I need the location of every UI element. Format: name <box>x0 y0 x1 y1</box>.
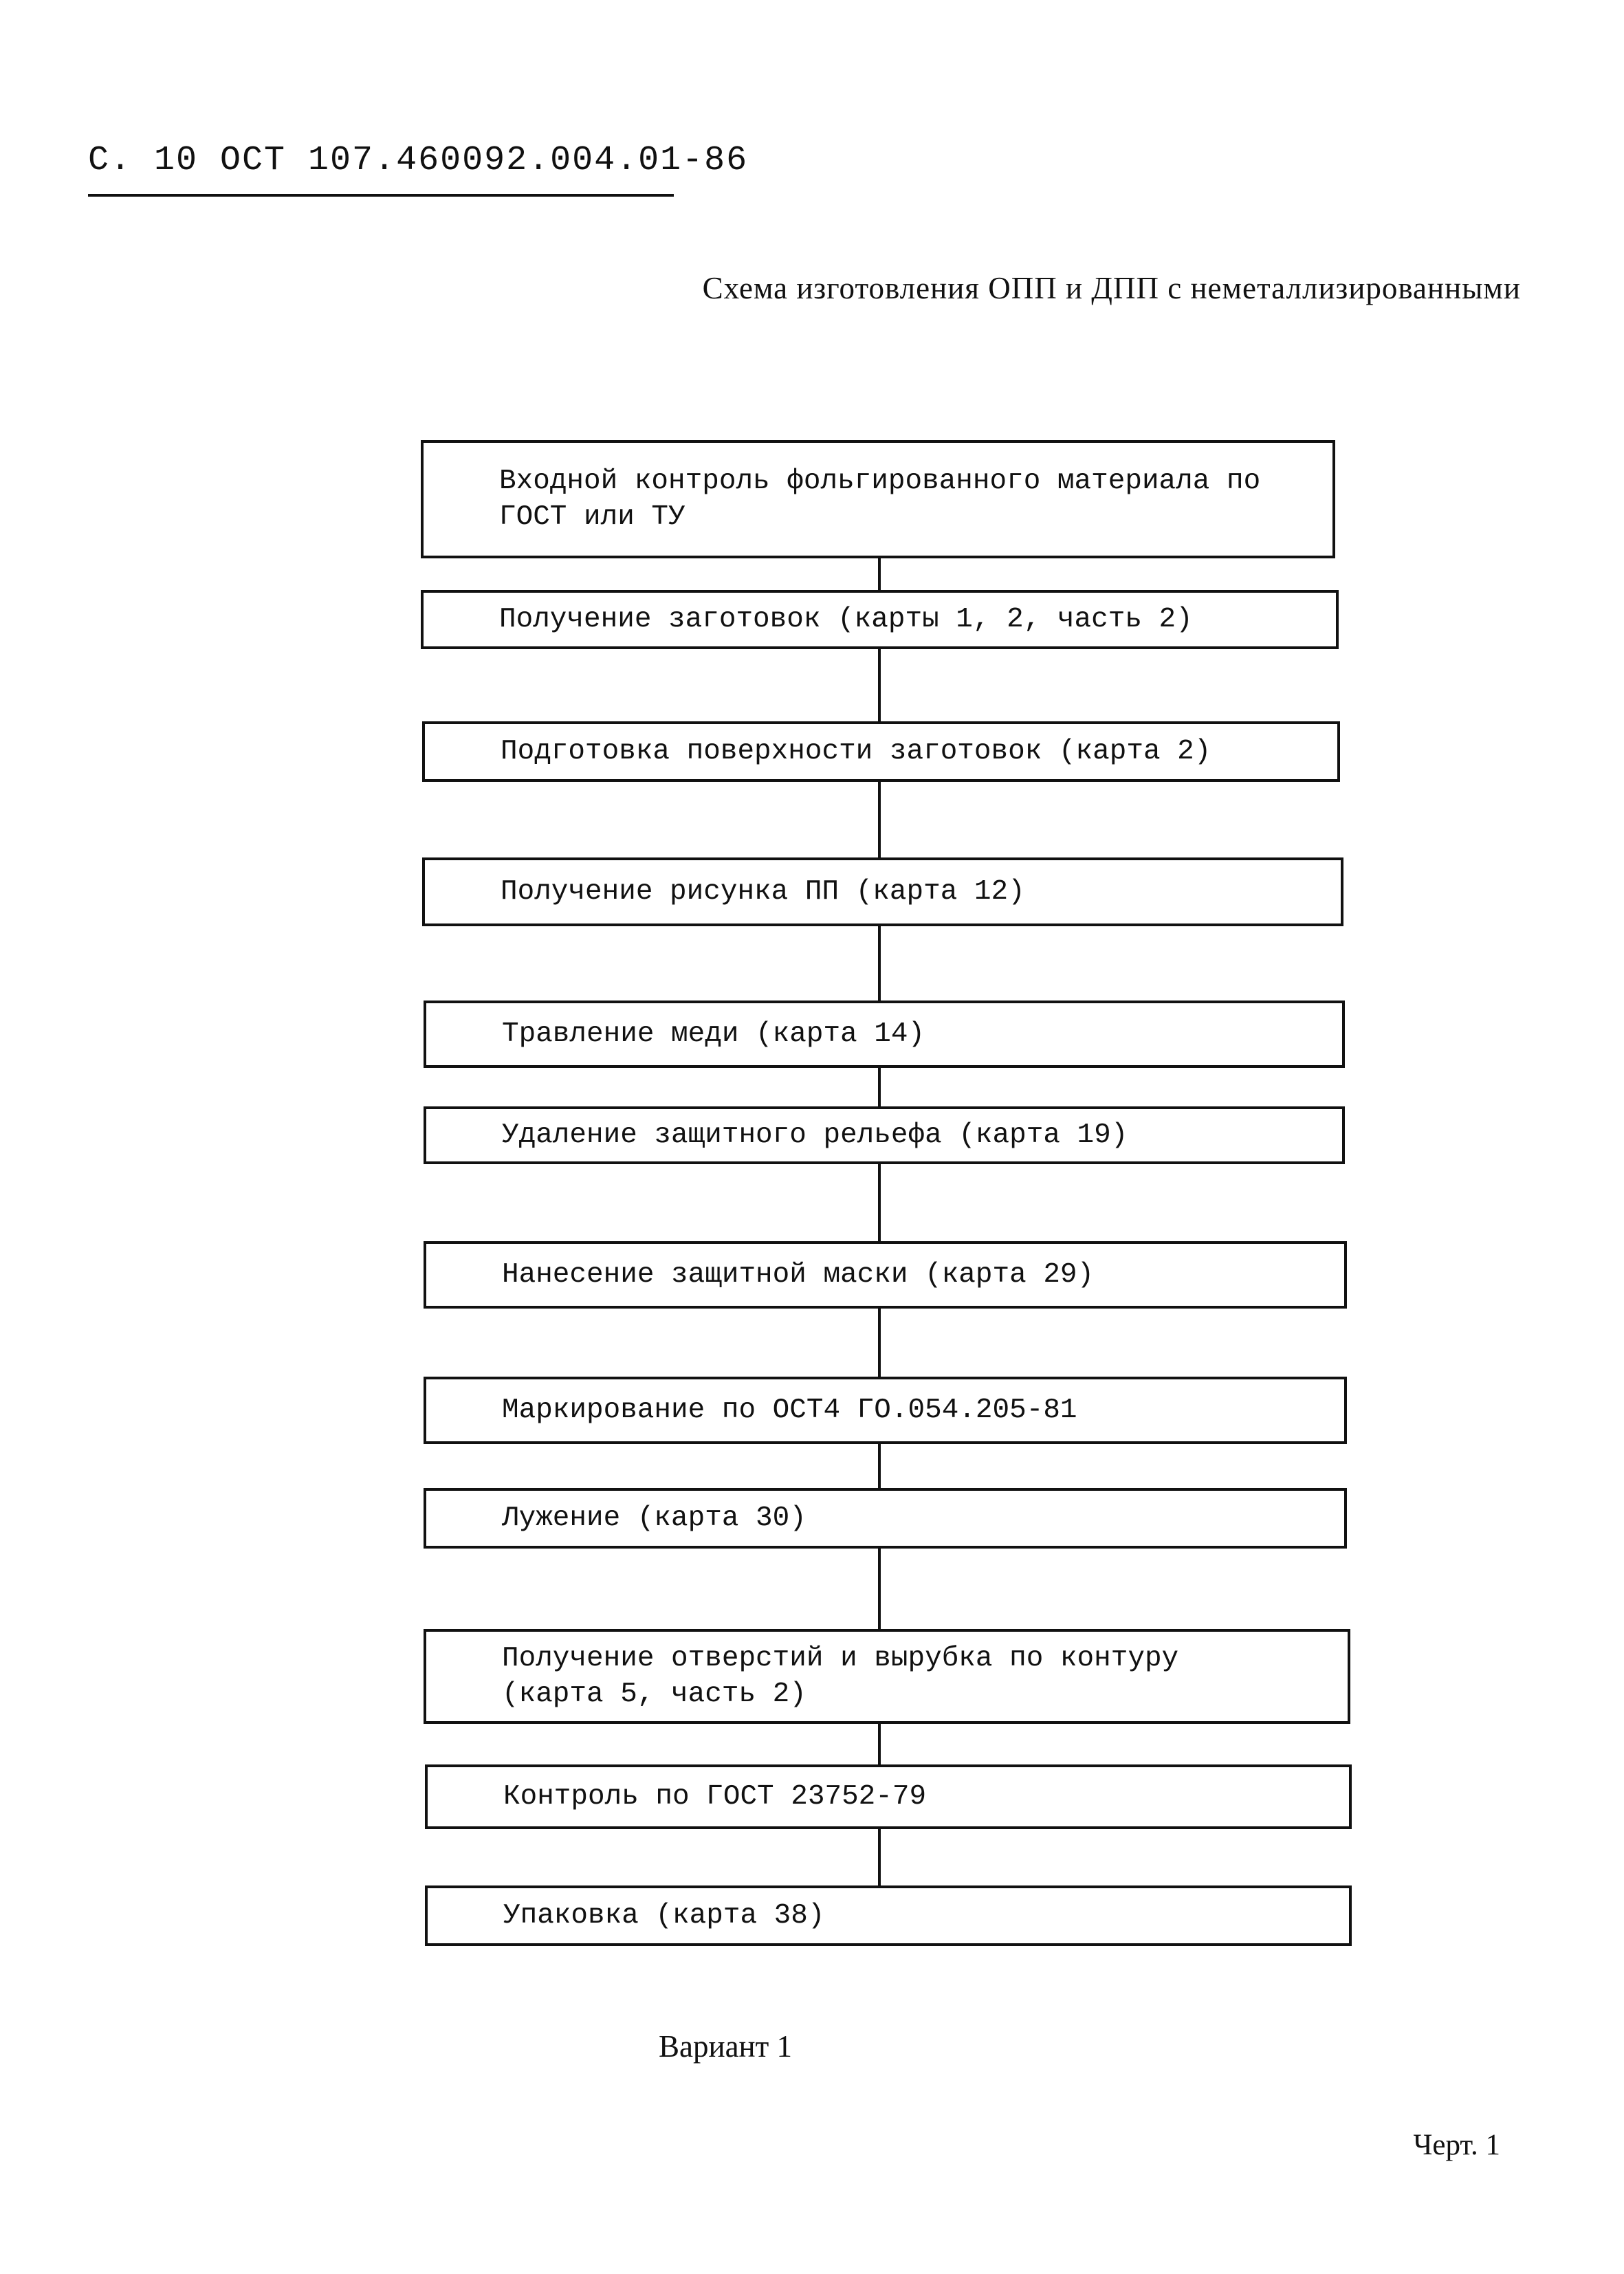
flow-connector <box>878 1306 881 1379</box>
flow-connector <box>878 1546 881 1632</box>
flow-connector <box>878 556 881 593</box>
figure-label: Черт. 1 <box>1413 2129 1500 2161</box>
variant-label: Вариант 1 <box>659 2029 793 2064</box>
flow-connector <box>878 1065 881 1109</box>
flow-step-pattern: Получение рисунка ПП (карта 12) <box>422 857 1343 926</box>
flow-connector <box>878 1161 881 1244</box>
flow-connector <box>878 1441 881 1491</box>
flow-step-blanks: Получение заготовок (карты 1, 2, часть 2… <box>421 590 1339 649</box>
flow-connector <box>878 646 881 724</box>
flow-connector <box>878 923 881 1003</box>
scheme-title: Схема изготовления ОПП и ДПП с неметалли… <box>702 271 1521 305</box>
header-rule <box>88 194 674 197</box>
flow-step-surface-prep: Подготовка поверхности заготовок (карта … <box>422 721 1340 782</box>
flow-step-solder-mask: Нанесение защитной маски (карта 29) <box>424 1241 1347 1309</box>
flow-connector <box>878 779 881 860</box>
flow-step-inspection: Контроль по ГОСТ 23752-79 <box>425 1764 1352 1829</box>
flow-step-tinning: Лужение (карта 30) <box>424 1488 1347 1549</box>
flow-step-packaging: Упаковка (карта 38) <box>425 1885 1352 1946</box>
flow-connector <box>878 1721 881 1767</box>
flow-step-holes-and-cutting: Получение отверстий и вырубка по контуру… <box>424 1629 1350 1724</box>
flow-step-etching: Травление меди (карта 14) <box>424 1001 1345 1068</box>
flow-step-relief-removal: Удаление защитного рельефа (карта 19) <box>424 1106 1345 1164</box>
page-header: С. 10 ОСТ 107.460092.004.01-86 <box>88 141 749 180</box>
flow-step-marking: Маркирование по ОСТ4 ГО.054.205-81 <box>424 1377 1347 1444</box>
flow-connector <box>878 1826 881 1888</box>
flow-step-incoming-inspection: Входной контроль фольгированного материа… <box>421 440 1335 558</box>
